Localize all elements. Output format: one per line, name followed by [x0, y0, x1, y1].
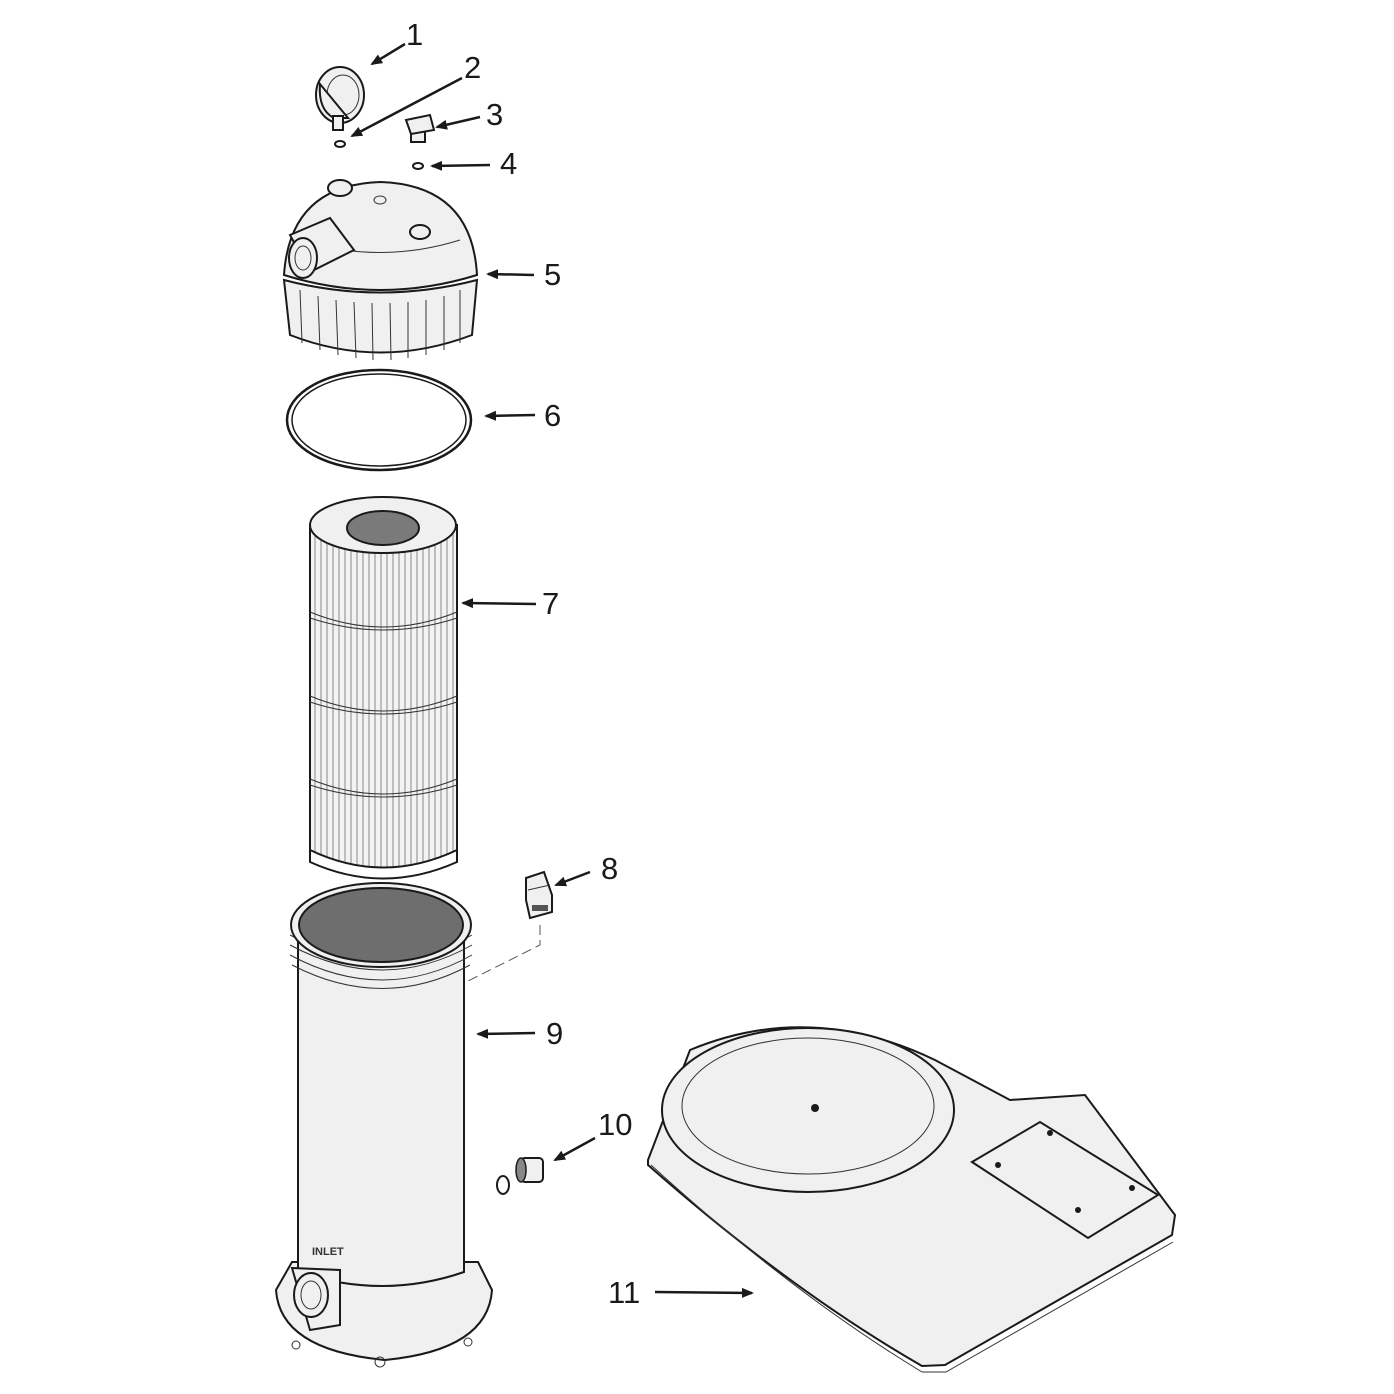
filter-cartridge [309, 496, 458, 880]
callout-label-11: 11 [608, 1275, 640, 1310]
callout-label-9: 9 [546, 1016, 563, 1051]
air-relief-valve [404, 113, 436, 143]
callout-label-3: 3 [486, 97, 503, 132]
callout-arrows [350, 42, 754, 1298]
valve-o-ring [412, 162, 424, 170]
callout-label-2: 2 [464, 50, 481, 85]
drain-plug-assembly [496, 1157, 544, 1195]
callout-arrow-10 [553, 1136, 596, 1162]
callout-arrow-9 [476, 1028, 536, 1039]
callout-arrow-4 [430, 160, 491, 171]
callout-arrow-7 [461, 598, 537, 609]
callout-arrow-3 [435, 115, 481, 130]
callout-label-4: 4 [500, 146, 517, 181]
callout-arrow-1 [370, 42, 406, 66]
callout-label-1: 1 [406, 17, 423, 52]
drain-plug [525, 870, 553, 920]
callout-arrow-6 [484, 410, 536, 421]
callout-label-10: 10 [598, 1107, 632, 1142]
callout-label-7: 7 [542, 586, 559, 621]
filter-tank: INLET [274, 882, 494, 1368]
callout-arrow-5 [486, 269, 535, 280]
callout-label-5: 5 [544, 257, 561, 292]
callout-label-6: 6 [544, 398, 561, 433]
tank-o-ring [285, 368, 473, 472]
callout-label-8: 8 [601, 851, 618, 886]
tank-inlet-marking: INLET [312, 1246, 344, 1258]
pressure-gauge [315, 66, 365, 131]
callout-arrow-2 [350, 76, 463, 138]
callout-arrow-11 [654, 1287, 754, 1298]
gauge-o-ring [334, 140, 346, 148]
callout-arrow-8 [554, 870, 591, 887]
callout-labels: 1 2 3 4 5 6 7 8 9 10 11 [406, 17, 640, 1310]
equipment-base [647, 1026, 1177, 1373]
filter-lid [282, 179, 479, 361]
